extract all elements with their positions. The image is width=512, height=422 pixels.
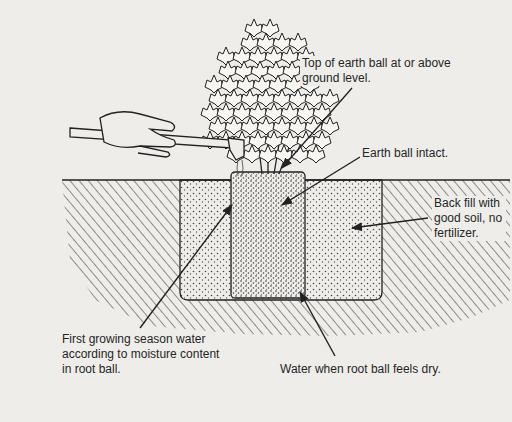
leaf xyxy=(273,33,291,51)
leaf xyxy=(257,89,275,107)
callout-note: Earth ball intact. xyxy=(360,146,474,161)
hose-hand xyxy=(70,112,244,160)
leaf xyxy=(273,89,291,107)
leader-arrows xyxy=(140,88,428,356)
leaf xyxy=(283,61,301,79)
leaf xyxy=(281,47,299,65)
leaf xyxy=(217,47,235,65)
leaf xyxy=(257,117,275,135)
leaf xyxy=(225,89,243,107)
root-ball xyxy=(231,172,305,298)
leaf xyxy=(249,47,267,65)
leaf xyxy=(275,145,293,163)
leaf xyxy=(245,19,263,37)
callout-note: Top of earth ball at or above ground lev… xyxy=(300,56,454,86)
leaf xyxy=(249,103,267,121)
leaf xyxy=(233,47,251,65)
leaf xyxy=(269,75,287,93)
leaf xyxy=(209,117,227,135)
leaf xyxy=(273,117,291,135)
leaf xyxy=(261,19,279,37)
callout-note: Back fill with good soil, no fertilizer. xyxy=(432,196,506,241)
leaf xyxy=(305,89,323,107)
leaf xyxy=(265,47,283,65)
leaf xyxy=(235,61,253,79)
callout-note: First growing season water according to … xyxy=(60,332,232,377)
leaf xyxy=(209,89,227,107)
leaf xyxy=(253,75,271,93)
leaf xyxy=(267,61,285,79)
leaf xyxy=(241,33,259,51)
leaf xyxy=(241,117,259,135)
leaf xyxy=(241,89,259,107)
leaf xyxy=(225,117,243,135)
leaf xyxy=(233,103,251,121)
leaf xyxy=(289,117,307,135)
leaf xyxy=(259,145,277,163)
leaf xyxy=(217,103,235,121)
leaf xyxy=(251,61,269,79)
leaf xyxy=(219,61,237,79)
leaf xyxy=(289,89,307,107)
leaf xyxy=(205,75,223,93)
leaf xyxy=(237,75,255,93)
leaf xyxy=(201,103,219,121)
leaf xyxy=(289,33,307,51)
leaf xyxy=(243,145,261,163)
leaf xyxy=(313,103,331,121)
ground-line xyxy=(62,179,231,181)
leaf xyxy=(297,103,315,121)
callout-note: Water when root ball feels dry. xyxy=(278,362,508,377)
leaf xyxy=(281,103,299,121)
leaf xyxy=(321,89,339,107)
leaf xyxy=(221,75,239,93)
leaf xyxy=(265,103,283,121)
leaf xyxy=(257,33,275,51)
leaf xyxy=(307,145,325,163)
